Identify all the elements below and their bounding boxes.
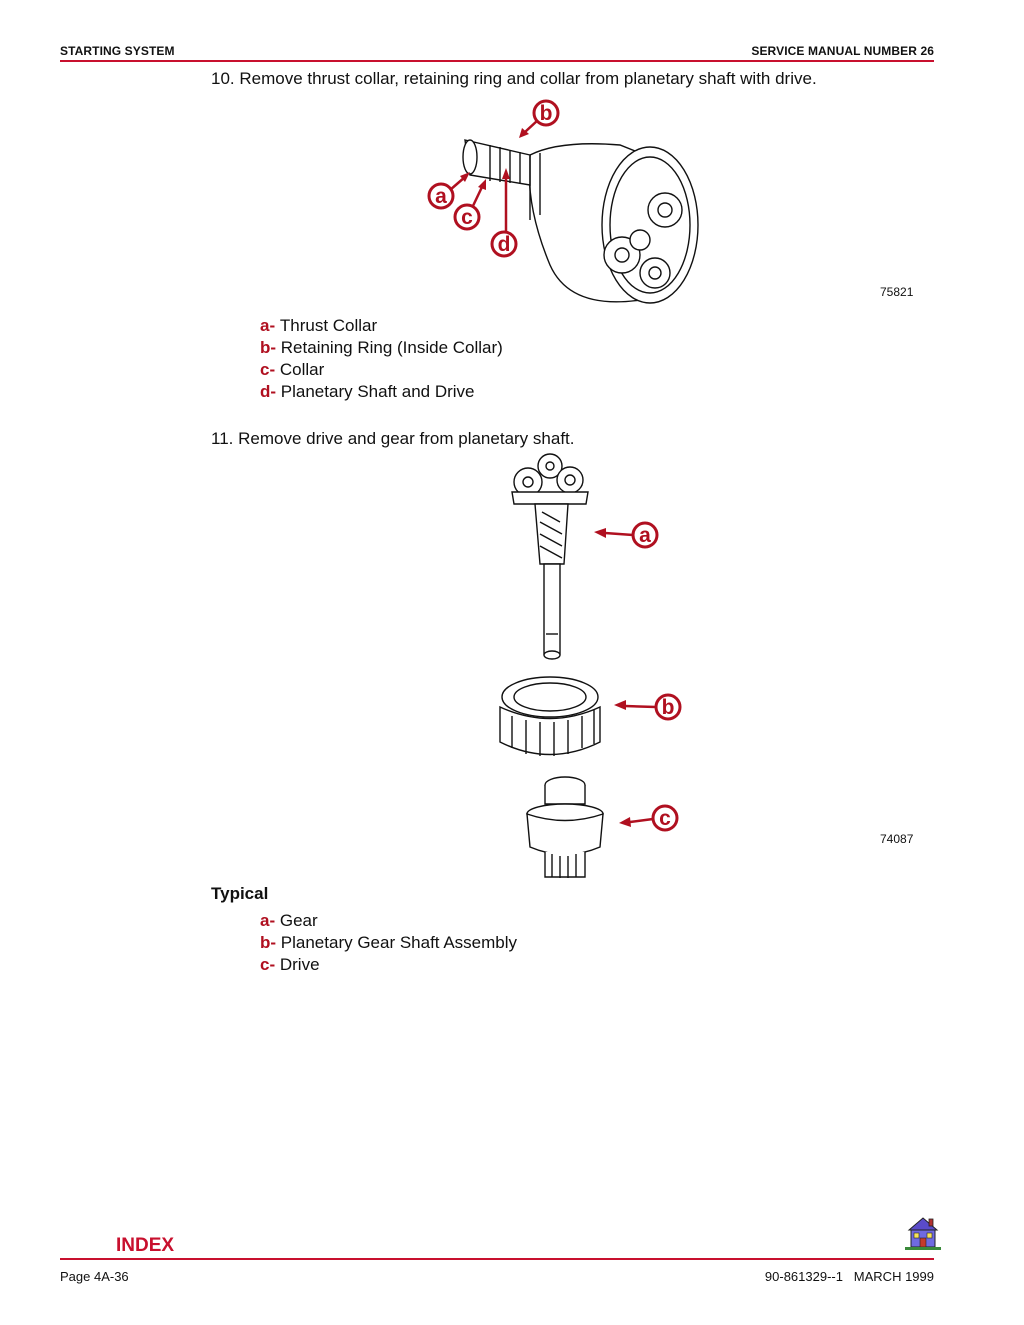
footer-rule: [60, 1258, 934, 1260]
step-11-text: 11. Remove drive and gear from planetary…: [211, 429, 575, 448]
figure-75821: a b c d: [427, 99, 699, 304]
legend-text: Planetary Shaft and Drive: [280, 382, 475, 401]
manual-title: SERVICE MANUAL NUMBER 26: [751, 44, 934, 58]
planetary-housing-drawing: [462, 139, 699, 304]
callout-d: d: [490, 168, 518, 258]
legend-text: Gear: [279, 911, 318, 930]
index-link[interactable]: INDEX: [116, 1235, 175, 1256]
callout-c: c: [453, 179, 486, 231]
svg-text:b: b: [662, 696, 675, 719]
svg-text:c: c: [461, 206, 473, 229]
legend-text: Drive: [279, 955, 320, 974]
legend-text: Planetary Gear Shaft Assembly: [280, 933, 518, 952]
document-number: 90-861329--1 MARCH 1999: [764, 1269, 934, 1284]
house-icon[interactable]: [905, 1214, 941, 1250]
svg-text:d: d: [498, 233, 511, 256]
legend-item: a- Gear: [260, 911, 318, 930]
figure-number-74087: 74087: [880, 832, 914, 846]
callout-c: c: [619, 804, 679, 832]
legend-letter: a: [260, 911, 270, 930]
callout-b: b: [519, 99, 560, 138]
step-10-text: 10. Remove thrust collar, retaining ring…: [211, 69, 817, 88]
legend-item: a- Thrust Collar: [260, 316, 378, 335]
legend-letter: b: [260, 933, 271, 952]
legend-item: c- Collar: [260, 360, 325, 379]
page-number: Page 4A-36: [60, 1269, 129, 1284]
callout-a: a: [427, 172, 470, 210]
legend-letter: c: [260, 955, 270, 974]
section-title: STARTING SYSTEM: [60, 44, 175, 58]
figure-caption: Typical: [211, 884, 269, 903]
legend-letter: d: [260, 382, 271, 401]
ring-gear-drawing: [499, 676, 601, 756]
legend-letter: c: [260, 360, 270, 379]
header-rule: [60, 60, 934, 62]
legend-text: Retaining Ring (Inside Collar): [280, 338, 503, 357]
callout-a: a: [594, 521, 659, 549]
legend-text: Collar: [279, 360, 325, 379]
callout-b: b: [614, 693, 682, 721]
legend-item: b- Planetary Gear Shaft Assembly: [260, 933, 518, 952]
figure-74087: a b c: [499, 453, 682, 878]
drive-drawing: [526, 776, 604, 878]
legend-item: d- Planetary Shaft and Drive: [260, 382, 475, 401]
svg-text:b: b: [540, 102, 553, 125]
legend-letter: a: [260, 316, 270, 335]
figure-number-75821: 75821: [880, 285, 914, 299]
svg-text:a: a: [435, 185, 447, 208]
legend-letter: b: [260, 338, 271, 357]
svg-text:a: a: [639, 524, 651, 547]
legend-item: b- Retaining Ring (Inside Collar): [260, 338, 503, 357]
svg-text:c: c: [659, 807, 671, 830]
gear-shaft-drawing: [511, 453, 589, 660]
legend-text: Thrust Collar: [279, 316, 378, 335]
legend-item: c- Drive: [260, 955, 320, 974]
